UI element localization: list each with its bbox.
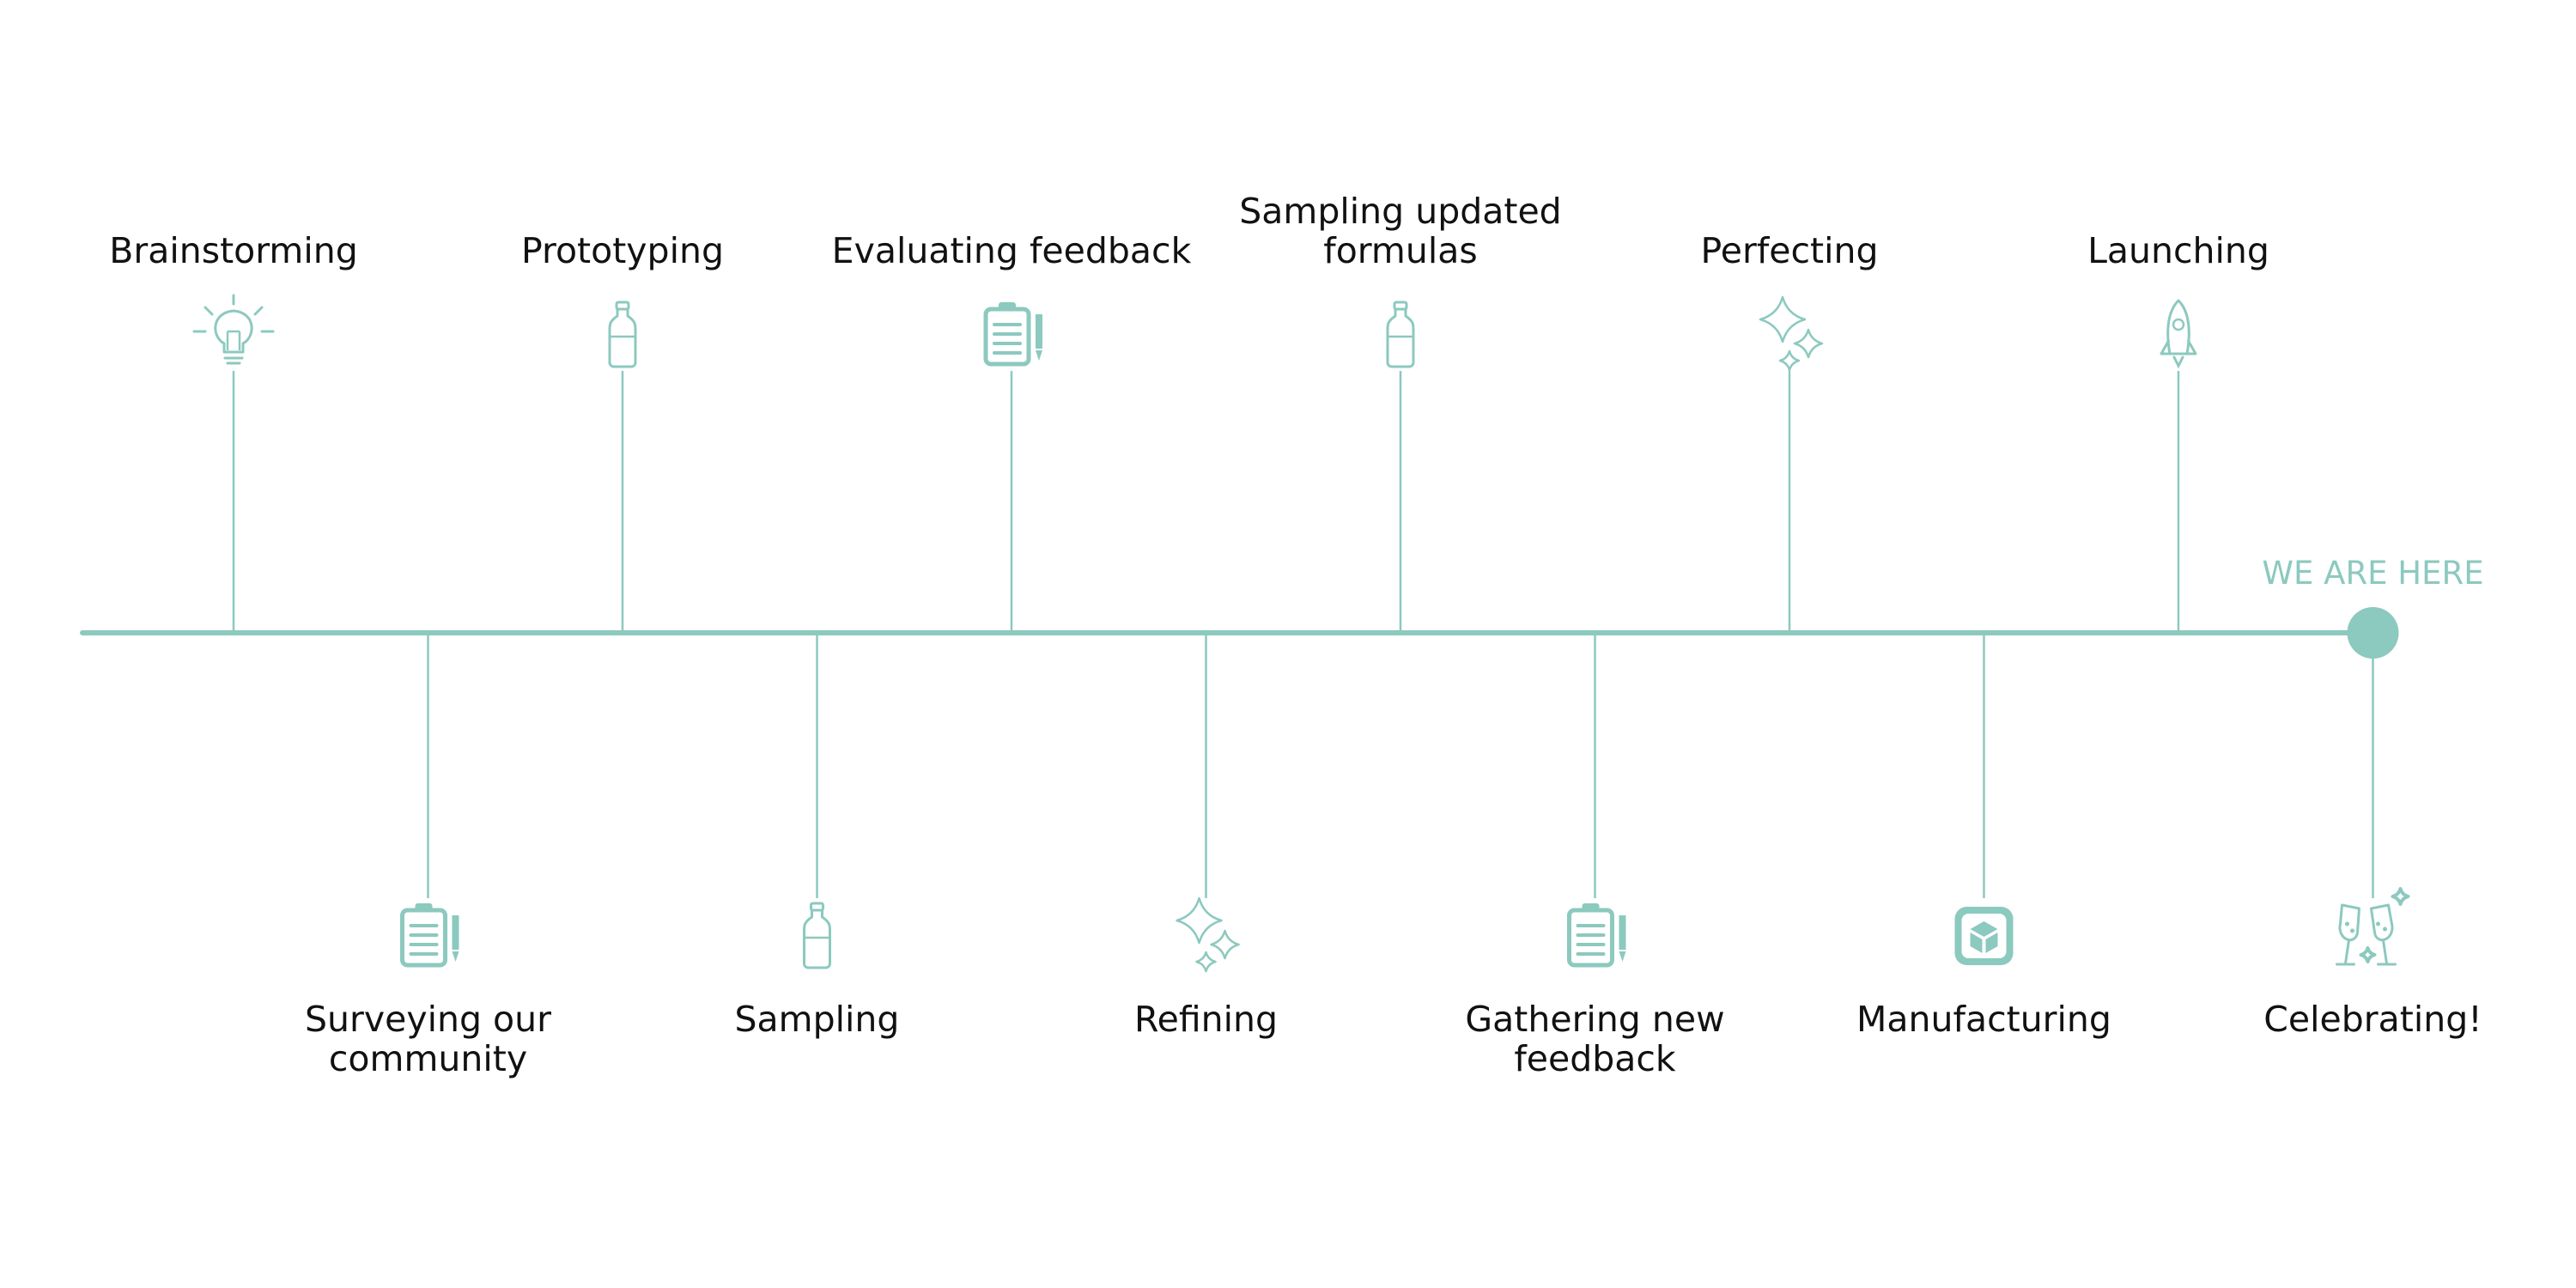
clipboard-icon (393, 898, 463, 972)
milestone-label: Surveying our community (305, 999, 551, 1079)
milestone-label: Manufacturing (1856, 999, 2111, 1040)
clipboard-icon (1560, 898, 1630, 972)
milestone-label: Sampling updated formulas (1239, 191, 1562, 271)
milestone-label: Evaluating feedback (831, 230, 1192, 271)
milestone-label: Launching (2087, 230, 2269, 271)
milestone-label: Brainstorming (109, 230, 358, 271)
milestone-label: Celebrating! (2263, 999, 2482, 1040)
lightbulb-icon (192, 294, 275, 371)
box-icon (1949, 898, 2019, 972)
milestone-label: Gathering new feedback (1465, 999, 1725, 1079)
milestone-label: Sampling (734, 999, 900, 1040)
current-position-marker (2347, 607, 2399, 659)
bottle-icon (1366, 297, 1435, 371)
bottle-icon (782, 898, 852, 972)
milestone-label: Prototyping (521, 230, 724, 271)
milestone-label: Refining (1133, 999, 1279, 1040)
sparkles-icon (1171, 896, 1241, 973)
bottle-icon (588, 297, 657, 371)
milestone-label: Perfecting (1700, 230, 1879, 271)
we-are-here-label: WE ARE HERE (2262, 555, 2484, 592)
sparkles-icon (1755, 295, 1824, 372)
clipboard-icon (977, 297, 1046, 371)
champagne-icon (2336, 887, 2410, 972)
rocket-icon (2144, 297, 2213, 371)
